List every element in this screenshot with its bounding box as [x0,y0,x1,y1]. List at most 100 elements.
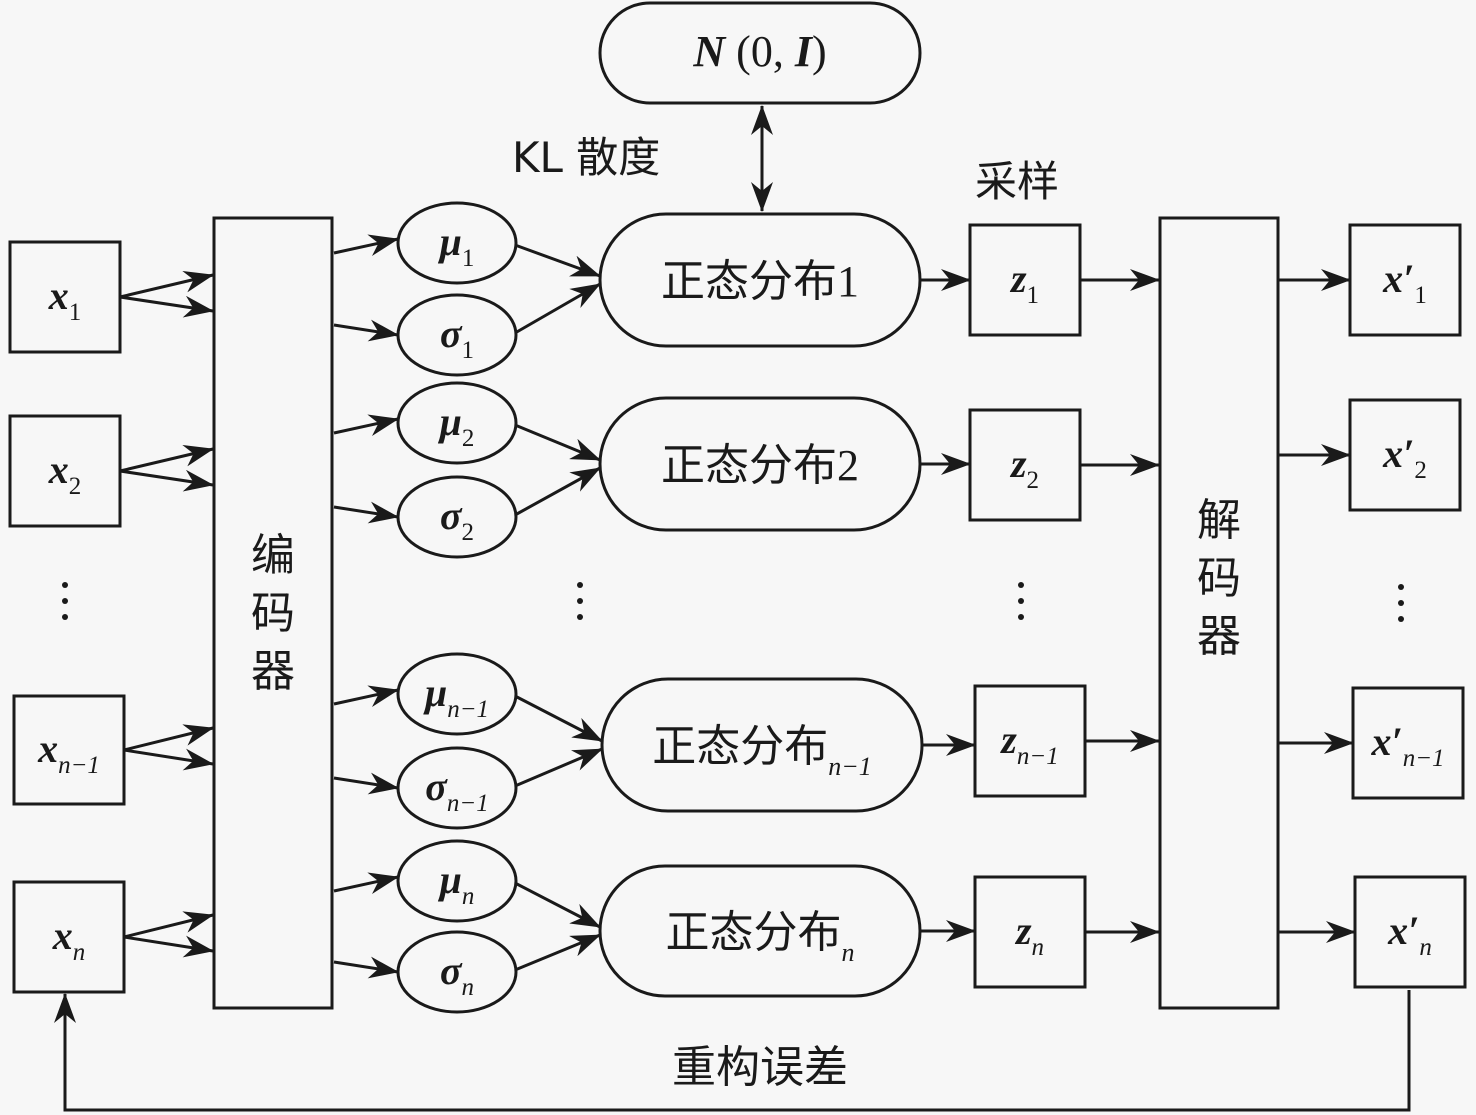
sigma-label-main: σ [440,493,463,538]
kl-label: KL 散度 [512,133,660,182]
sigma-label-main: σ [440,311,463,356]
latent-box [973,684,1087,798]
sigma-label-subscript: n [462,974,475,1001]
input-arrow-lower [123,748,214,771]
input-arrow-lower [119,469,214,492]
distribution-label: 正态分布n−1 [652,721,872,781]
latent-box [973,875,1087,989]
encoder-char-3: 器 [251,646,295,697]
encoder-to-mu-arrow [333,234,399,256]
sigma-label: σn [440,948,474,1001]
output-label-subscript: n [1419,934,1432,961]
sigma-node [396,746,518,830]
mu-label: μ2 [438,399,475,452]
ellipsis-outputs [1398,584,1404,622]
mu-label: μn [438,857,475,910]
input-label: x1 [48,273,82,326]
mu-to-distribution-arrow [514,694,603,743]
mu-node [396,652,518,736]
input-box [12,880,126,994]
output-label: x′n [1387,908,1432,961]
reconstruction-arrow [54,990,1411,1112]
sigma-to-distribution-arrow [514,747,603,788]
sigma-label: σ2 [440,493,474,546]
encoder-to-mu-arrow [333,414,399,436]
latent-label-main: z [1014,908,1032,953]
encoder-to-mu-arrow [333,685,399,707]
output-label-main: x′ [1382,256,1414,301]
mu-label-main: μ [438,399,462,444]
distribution-label: 正态分布n [666,907,855,967]
encoder-to-mu-arrow [333,872,399,894]
encoder-char-2: 码 [251,588,295,639]
output-box [1351,686,1465,800]
distribution-label-subscript: 1 [837,257,859,306]
sigma-label-main: σ [440,948,463,993]
mu-label: μ1 [438,219,475,272]
input-label-main: x [48,447,69,492]
sigma-node [396,930,518,1014]
input-arrow-upper [119,444,214,473]
latent-label-subscript: 1 [1027,282,1040,309]
sigma-label-subscript: n−1 [447,790,489,817]
input-box [12,694,126,806]
output-label-subscript: 2 [1414,457,1427,484]
ellipsis-latents [1018,582,1024,620]
distribution-label-subscript: n−1 [828,752,872,781]
output-label-subscript: n−1 [1403,745,1445,772]
decoder-block: 解 码 器 [1158,216,1280,1010]
mu-label-subscript: 2 [462,425,475,452]
mu-label-subscript: 1 [462,245,475,272]
input-arrow-upper [119,270,214,299]
svg-text:N (0, I): N (0, I) [692,27,826,76]
mu-label-subscript: n [462,883,475,910]
mu-to-distribution-arrow [514,243,601,278]
input-box [8,240,122,354]
sigma-label-subscript: 2 [462,519,475,546]
sigma-label: σ1 [440,311,474,364]
mu-label-subscript: n−1 [447,696,489,723]
input-arrow-upper [123,911,214,939]
prior-I: I [794,27,814,76]
encoder-to-sigma-arrow [333,772,399,795]
output-box [1348,223,1462,337]
input-arrow-lower [119,295,214,318]
sigma-to-distribution-arrow [514,933,601,972]
decoder-char-3: 器 [1197,611,1241,662]
input-label: xn [52,913,86,966]
latent-box [968,223,1082,337]
sampling-label: 采样 [975,157,1059,206]
latent-label-subscript: 2 [1027,467,1040,494]
ellipsis-inputs [62,582,68,620]
latent-label-main: z [999,717,1017,762]
sigma-to-distribution-arrow [514,466,601,517]
mu-label-main: μ [438,857,462,902]
distribution-label: 正态分布2 [661,440,859,491]
mu-label-main: μ [438,219,462,264]
encoder-to-sigma-arrow [333,319,399,342]
mu-to-distribution-arrow [514,881,601,929]
distribution-label-main: 正态分布 [661,256,837,307]
latent-label-main: z [1009,441,1027,486]
output-label: x′n−1 [1370,719,1444,772]
sigma-label-main: σ [425,764,448,809]
output-label-main: x′ [1382,431,1414,476]
latent-label: z2 [1009,441,1039,494]
output-label: x′1 [1382,256,1427,309]
sigma-to-distribution-arrow [514,282,601,335]
decoder-char-1: 解 [1197,495,1241,546]
input-label: xn−1 [37,726,100,779]
sigma-label-subscript: 1 [462,337,475,364]
input-label-main: x [52,913,73,958]
input-label-subscript: 2 [69,473,82,500]
prior-node: N (0, I) [598,1,922,105]
latent-label-subscript: n−1 [1017,743,1059,770]
sigma-node [396,475,518,559]
input-arrow-lower [123,935,214,958]
input-label-main: x [48,273,69,318]
input-label: x2 [48,447,82,500]
latent-label-subscript: n [1032,934,1045,961]
